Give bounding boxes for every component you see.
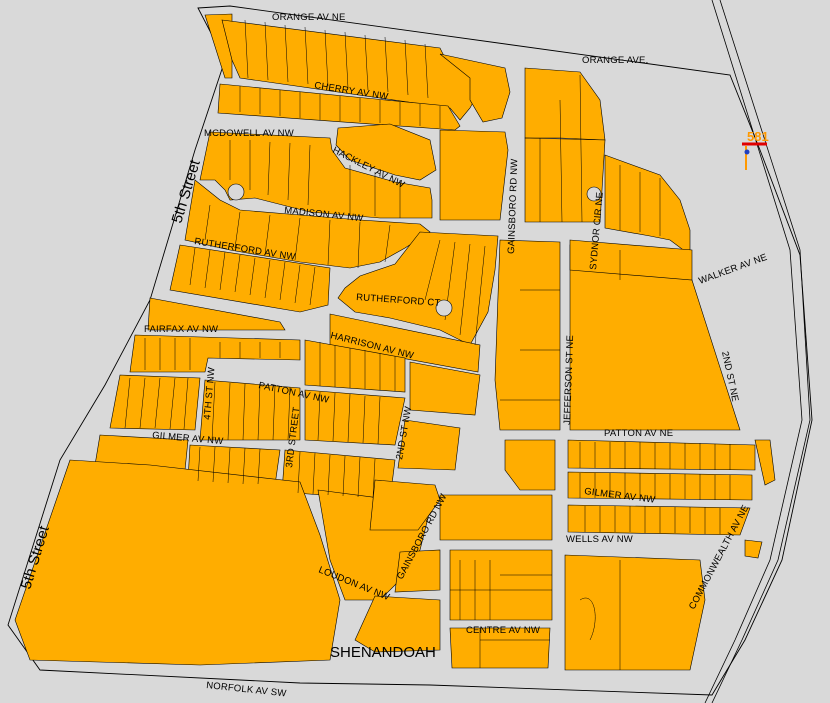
block-shenandoah[interactable] — [354, 595, 441, 653]
label-wells-av-nw: WELLS AV NW — [566, 534, 633, 545]
block-centre-west[interactable] — [449, 549, 553, 621]
block-cherry-mcdowell[interactable] — [217, 83, 461, 131]
block-commonwealth[interactable] — [564, 554, 706, 671]
cul-de-sac-sydnor — [586, 186, 602, 202]
block-centre-east[interactable] — [449, 627, 551, 669]
block-big-south[interactable] — [14, 459, 341, 666]
block-gilmer-ne[interactable] — [567, 471, 753, 501]
block-hackley-loop[interactable] — [335, 123, 437, 181]
label-jefferson-st-ne: JEFFERSON ST NE — [562, 335, 576, 425]
label-orange-av-ne: ORANGE AV NE — [272, 12, 346, 23]
block-rutherford-ct[interactable] — [337, 231, 499, 346]
route-marker[interactable]: 581 — [742, 129, 769, 170]
block-patton-ne-west[interactable] — [504, 439, 556, 491]
block-2nd-east[interactable] — [409, 361, 481, 416]
block-harrison-north[interactable] — [329, 313, 481, 373]
lot-lines — [124, 19, 731, 670]
block-4th-west[interactable] — [109, 374, 201, 431]
block-walker-strip[interactable] — [569, 239, 693, 281]
block-patton-4th[interactable] — [199, 379, 301, 441]
block-mcdowell-madison[interactable] — [199, 131, 433, 219]
label-4th-st-nw: 4TH ST NW — [202, 367, 218, 421]
label-mcdowell-av-nw: MCDOWELL AV NW — [204, 128, 294, 139]
label-orange-ave: ORANGE AVE. — [582, 55, 648, 66]
block-patton-2nd[interactable] — [304, 389, 406, 446]
block-gainsboro-west-north[interactable] — [439, 129, 509, 221]
label-patton-av-ne: PATTON AV NE — [604, 428, 673, 439]
route-number-label: 581 — [747, 129, 769, 144]
block-gilmer-se[interactable] — [439, 494, 553, 541]
block-rutherford-fairfax[interactable] — [169, 244, 331, 313]
cul-de-sac-rutherford-ct — [435, 299, 453, 317]
parcel-blocks — [14, 13, 776, 671]
label-shenandoah: SHENANDOAH — [330, 644, 436, 661]
block-gainsboro-south-2[interactable] — [394, 549, 441, 593]
block-commonwealth-small[interactable] — [744, 539, 763, 559]
block-wells-north[interactable] — [567, 504, 751, 536]
block-sydnor-west[interactable] — [524, 137, 606, 223]
label-fairfax-av-nw: FAIRFAX AV NW — [144, 324, 218, 335]
block-narrow-east[interactable] — [754, 439, 776, 486]
block-jefferson-west[interactable] — [494, 239, 561, 431]
block-gainsboro-south-1[interactable] — [369, 479, 441, 531]
cul-de-sac-madison — [227, 183, 245, 201]
block-2nd-south[interactable] — [397, 419, 461, 471]
block-fairfax-harrison[interactable] — [129, 334, 301, 373]
block-patton-ne[interactable] — [567, 439, 756, 471]
block-fairfax-small[interactable] — [147, 297, 286, 331]
cul-de-sacs — [227, 183, 602, 317]
block-mcdowell-north[interactable] — [439, 53, 511, 123]
label-centre-av-nw: CENTRE AV NW — [466, 625, 540, 636]
route-marker-dot — [744, 149, 750, 155]
railroad-lines — [704, 0, 811, 703]
label-gainsboro-rd-nw-north: GAINSBORO RD NW — [506, 158, 520, 254]
